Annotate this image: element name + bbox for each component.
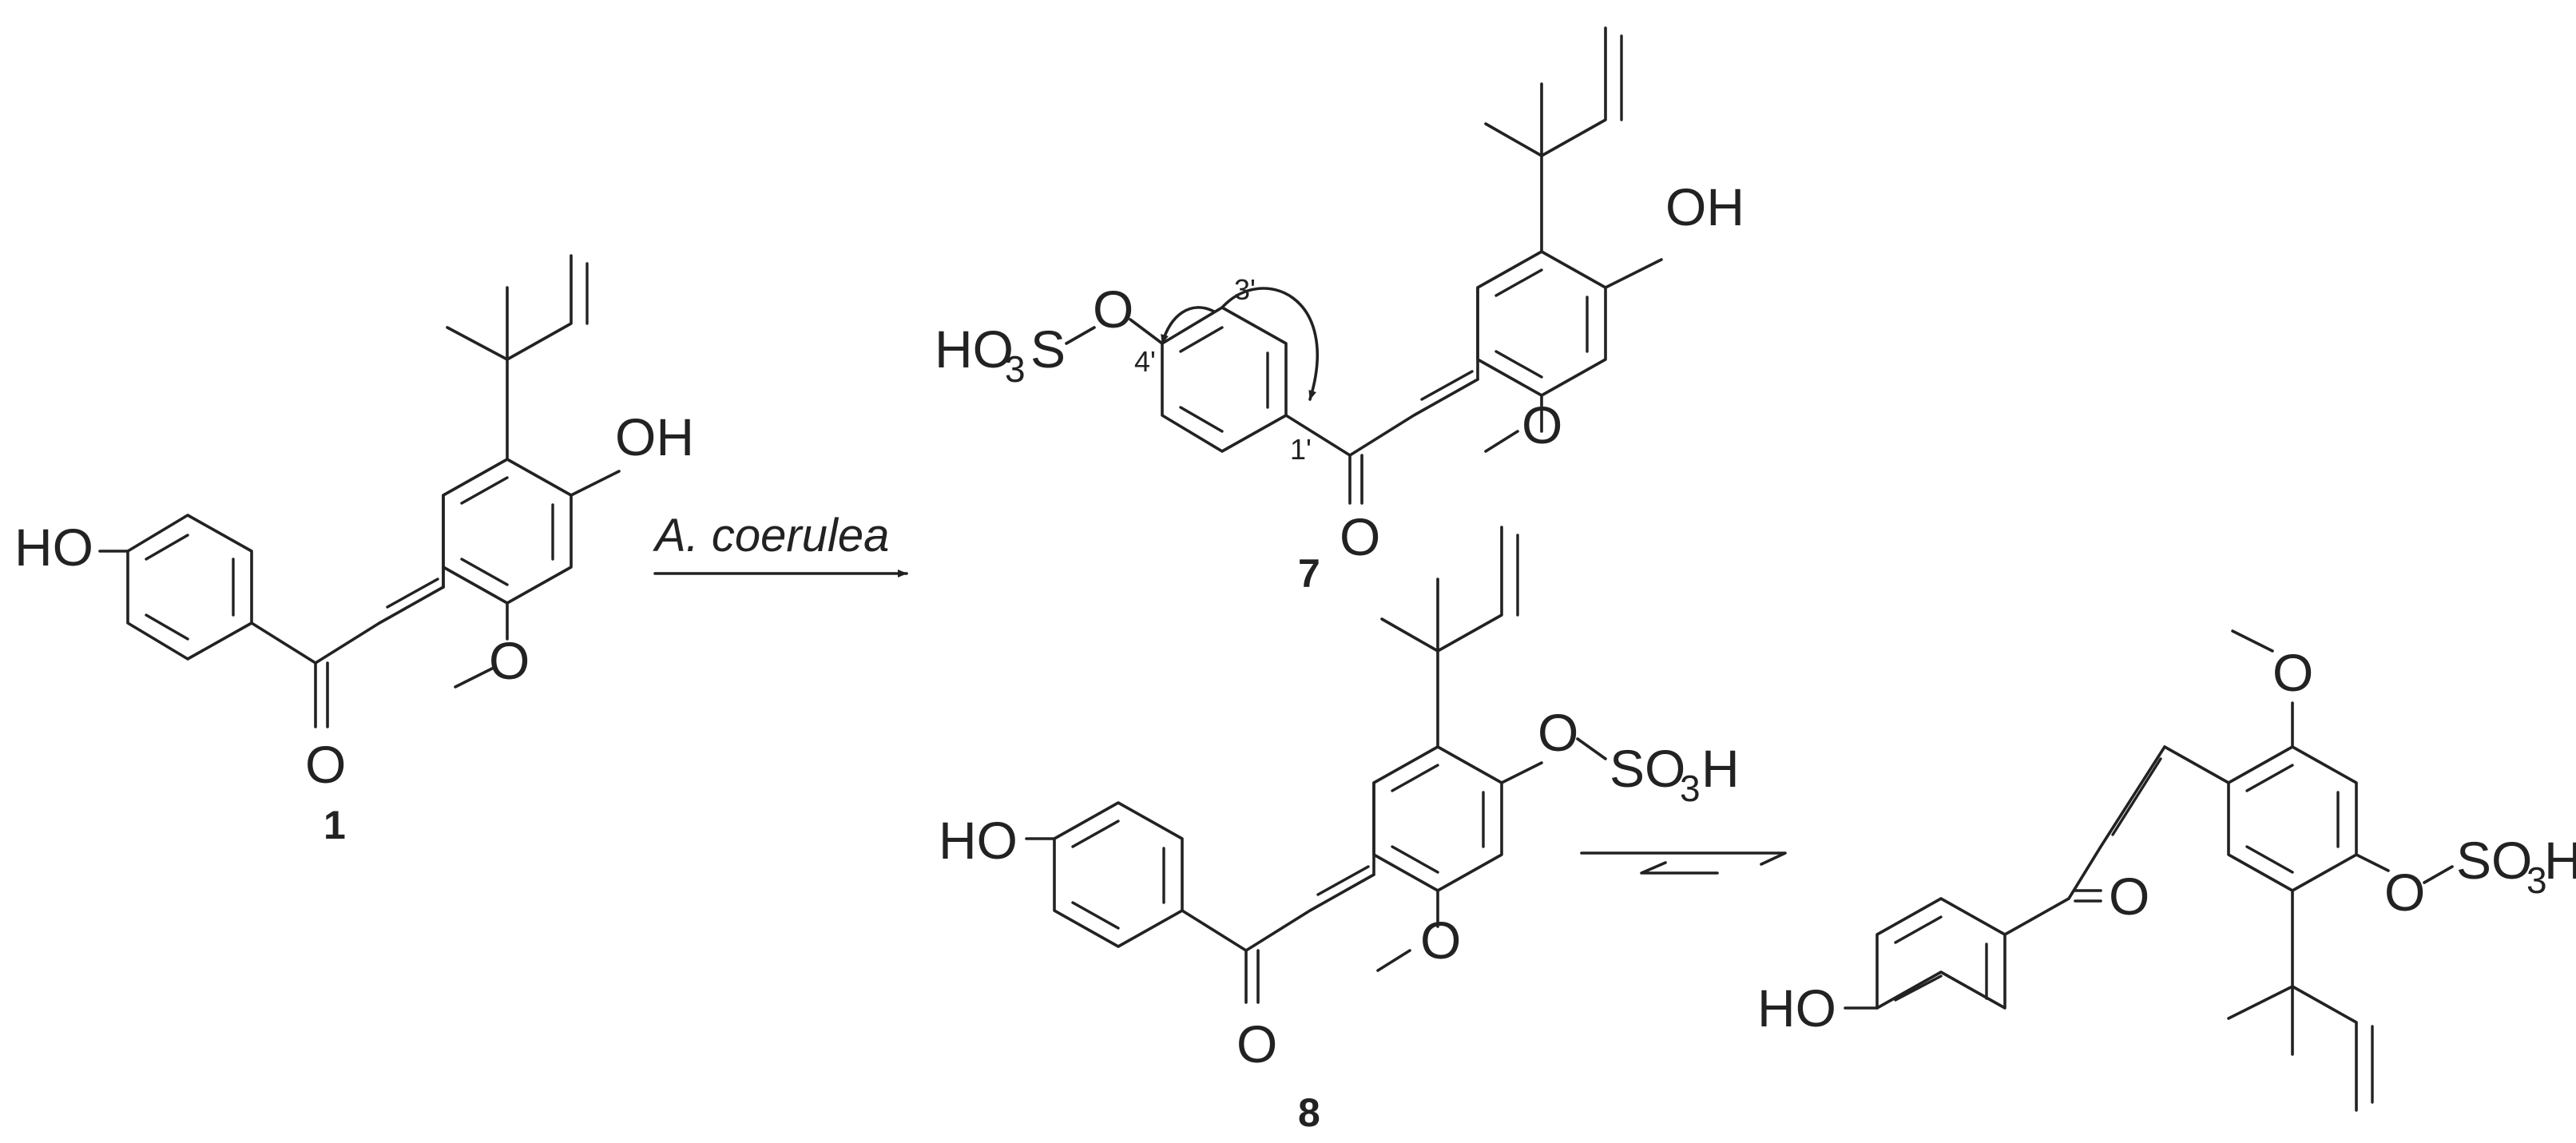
compound-1-methoxy-o: O [489, 631, 530, 690]
cis-methoxy-o: O [2272, 643, 2313, 702]
compound-7-methoxy-o: O [1522, 395, 1562, 454]
compound-8-methoxy-o: O [1420, 911, 1461, 970]
compound-8-sulfate-so: SO [1610, 739, 1685, 798]
compound-1-oh-label: OH [615, 407, 694, 466]
compound-7-sulfate-s: S [1030, 319, 1066, 379]
compound-1-chain [250, 621, 381, 665]
compound-8-sulfate-sub: 3 [1680, 768, 1701, 809]
compound-7-ether-o: O [1093, 280, 1133, 339]
compound-8-sulfate-h: H [1701, 739, 1740, 798]
cis-ho-label: HO [1757, 978, 1836, 1038]
locant-4prime: 4' [1134, 345, 1156, 378]
cis-sulfate-so: SO [2456, 831, 2532, 890]
cis-carbonyl-o: O [2109, 867, 2149, 926]
compound-8-carbonyl-o: O [1236, 1014, 1277, 1074]
compound-1-ho-label: HO [14, 518, 93, 577]
compound-7-carbonyl-o: O [1340, 507, 1380, 566]
compound-8-structure: HO O O O SO 3 H 8 [939, 526, 1740, 1135]
compound-1-number: 1 [323, 803, 346, 847]
compound-1-phenyl-inner-bonds [145, 534, 235, 641]
compound-1-structure: HO O O OH 1 [14, 254, 694, 847]
compound-8-ho-label: HO [939, 811, 1018, 870]
cis-ester-o: O [2384, 863, 2425, 922]
reagent-label: A. coerulea [653, 510, 889, 562]
cis-sulfate-sub: 3 [2526, 859, 2547, 901]
compound-7-number: 7 [1298, 551, 1320, 596]
compound-1-carbonyl-o: O [305, 735, 346, 794]
cis-isomer-structure: HO O O O SO 3 H [1757, 629, 2576, 1112]
cis-sulfate-h: H [2544, 831, 2576, 890]
compound-8-number: 8 [1298, 1090, 1320, 1135]
equilibrium-arrows [1580, 851, 1787, 875]
locant-1prime: 1' [1290, 433, 1312, 466]
locant-3prime: 3' [1234, 273, 1256, 306]
compound-7-sulfate-sub: 3 [1005, 348, 1026, 390]
compound-7-structure: HO 3 S O 3' 4' 1' O O OH 7 [935, 26, 1744, 596]
compound-7-sulfate-ho: HO [935, 319, 1014, 379]
compound-7-oh-label: OH [1665, 177, 1744, 236]
reaction-arrow: A. coerulea [653, 510, 908, 577]
compound-8-ester-o: O [1538, 703, 1578, 762]
